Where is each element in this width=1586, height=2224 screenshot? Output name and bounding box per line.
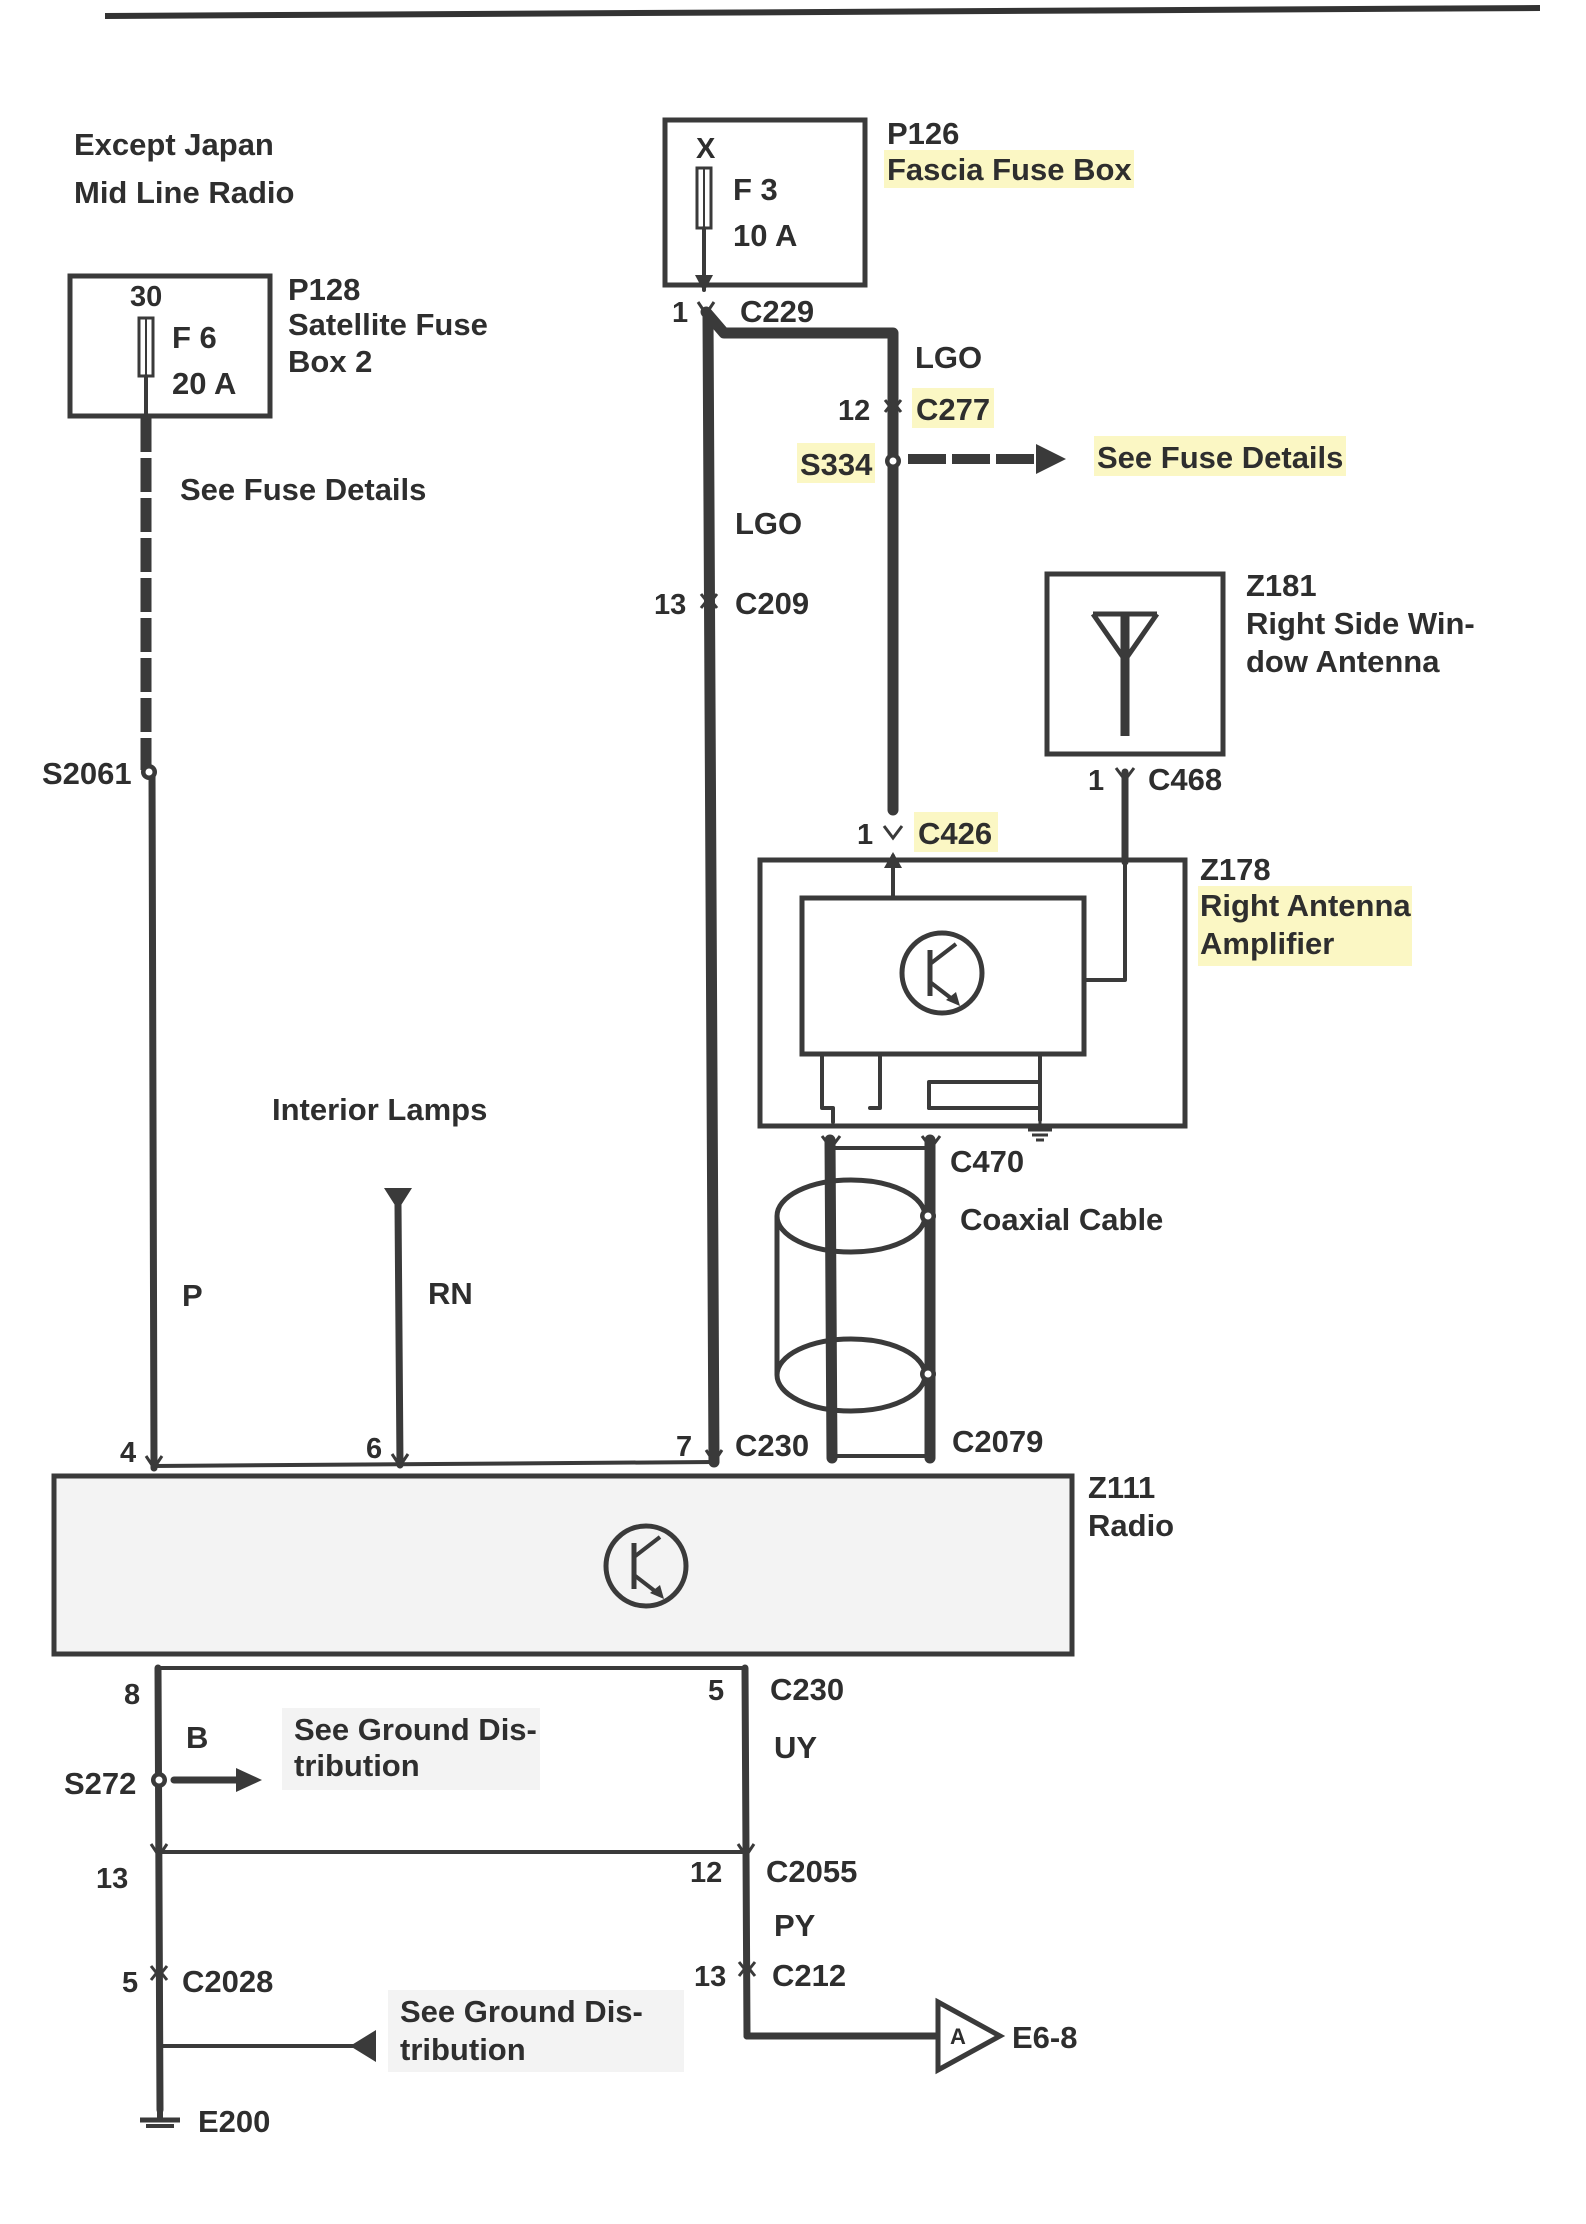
wire-label-py: PY: [774, 1908, 816, 1943]
transistor-icon: [603, 1523, 689, 1609]
e200-label: E200: [198, 2104, 270, 2139]
fuse-icon: [695, 166, 713, 230]
c230-top-pin: 7: [676, 1431, 692, 1463]
offpage-flag-icon: [935, 1997, 1006, 2075]
z178-name-line2: Amplifier: [1200, 926, 1334, 961]
arrow-right-icon: [1036, 444, 1066, 474]
pin13-left: 13: [96, 1863, 128, 1895]
ground-icon: [1028, 1120, 1052, 1142]
ground1-line2: tribution: [294, 1748, 420, 1783]
ground2-line2: tribution: [400, 2032, 526, 2067]
radio-pin8: 8: [124, 1679, 140, 1711]
wire-rn: [394, 1201, 404, 1469]
c212-label: C212: [772, 1958, 846, 1993]
c470-label: C470: [950, 1144, 1024, 1179]
z181-antenna: Z181 Right Side Win- dow Antenna: [1044, 568, 1475, 757]
p126-fascia-fuse-box: X F 3 10 A P126 Fascia Fuse Box: [662, 116, 1134, 292]
c2079-label: C2079: [952, 1424, 1043, 1459]
c229-pin: 1: [672, 297, 688, 329]
wire-lgo-c229-c277: [700, 306, 899, 816]
wire-label-lgo-mid: LGO: [735, 506, 802, 541]
arrow-left-icon: [350, 2030, 376, 2062]
z181-name-line2: dow Antenna: [1246, 644, 1440, 679]
ground-icon: [140, 2108, 180, 2128]
s2061-label: S2061: [42, 756, 132, 791]
c212-pin: 13: [694, 1961, 726, 1993]
ground2-line1: See Ground Dis-: [400, 1994, 643, 2029]
wire-p: [148, 766, 158, 1472]
e68-label: E6-8: [1012, 2020, 1077, 2055]
c230-bottom-pin: 5: [708, 1675, 724, 1707]
coaxial-label: Coaxial Cable: [960, 1202, 1163, 1237]
wire-label-lgo-top: LGO: [915, 340, 982, 375]
p126-fuse: F 3: [733, 172, 778, 207]
s272-label: S272: [64, 1766, 136, 1801]
wire-label-p: P: [182, 1278, 203, 1313]
c230-top-label: C230: [735, 1428, 809, 1463]
c426-pin: 1: [857, 819, 873, 851]
c468-label: C468: [1148, 762, 1222, 797]
p126-name: Fascia Fuse Box: [887, 152, 1132, 187]
p126-pin: X: [696, 133, 716, 165]
p128-satellite-fuse-box: 30 F 6 20 A P128 Satellite Fuse Box 2: [67, 272, 488, 420]
wire-b: [154, 1664, 164, 2114]
z178-amplifier: Z178 Right Antenna Amplifier: [757, 852, 1412, 1129]
wire-label-uy: UY: [774, 1730, 817, 1765]
fuse-icon: [137, 316, 155, 378]
wire-label-b: B: [186, 1720, 208, 1755]
antenna-icon: [1090, 611, 1160, 736]
p126-rating: 10 A: [733, 218, 797, 253]
z111-name: Radio: [1088, 1508, 1174, 1543]
c2055-label: C2055: [766, 1854, 857, 1889]
wire-label-rn: RN: [428, 1276, 473, 1311]
c426-label: C426: [918, 816, 992, 851]
p128-id: P128: [288, 272, 360, 307]
p126-id: P126: [887, 116, 959, 151]
p128-fuse: F 6: [172, 320, 217, 355]
ground1-line1: See Ground Dis-: [294, 1712, 537, 1747]
wire-lgo-main: [702, 310, 720, 1468]
header-line1: Except Japan: [74, 127, 274, 162]
c2055-pin: 12: [690, 1857, 722, 1889]
z181-id: Z181: [1246, 568, 1317, 603]
c277-label: C277: [916, 392, 990, 427]
c209-pin: 13: [654, 589, 686, 621]
see-fuse-right: See Fuse Details: [1097, 440, 1343, 475]
c468-pin: 1: [1088, 765, 1104, 797]
p128-name-line2: Box 2: [288, 344, 372, 379]
p128-name-line1: Satellite Fuse: [288, 307, 488, 342]
arrow-right-icon: [236, 1768, 262, 1792]
z181-name-line1: Right Side Win-: [1246, 606, 1475, 641]
coaxial-cable: [774, 1134, 942, 1464]
c2028-pin: 5: [122, 1967, 138, 1999]
top-rule: [104, 5, 1541, 19]
header-line2: Mid Line Radio: [74, 175, 294, 210]
z178-id: Z178: [1200, 852, 1271, 887]
z111-radio: Z111 Radio: [51, 1470, 1174, 1657]
radio-pin4: 4: [120, 1437, 136, 1469]
c209-label: C209: [735, 586, 809, 621]
p128-pin: 30: [130, 281, 162, 313]
e68-flag: A: [950, 2024, 966, 2049]
radio-pin6: 6: [366, 1433, 382, 1465]
c230-bottom-label: C230: [770, 1672, 844, 1707]
c277-pin: 12: [838, 395, 870, 427]
c2028-label: C2028: [182, 1964, 273, 1999]
p128-rating: 20 A: [172, 366, 236, 401]
z111-id: Z111: [1088, 1470, 1155, 1505]
interior-lamps-arrow-icon: [384, 1188, 412, 1210]
z178-name-line1: Right Antenna: [1200, 888, 1411, 923]
interior-lamps-label: Interior Lamps: [272, 1092, 487, 1127]
s334-label: S334: [800, 447, 873, 482]
c229-label: C229: [740, 294, 814, 329]
transistor-icon: [899, 930, 985, 1016]
see-fuse-left: See Fuse Details: [180, 472, 426, 507]
